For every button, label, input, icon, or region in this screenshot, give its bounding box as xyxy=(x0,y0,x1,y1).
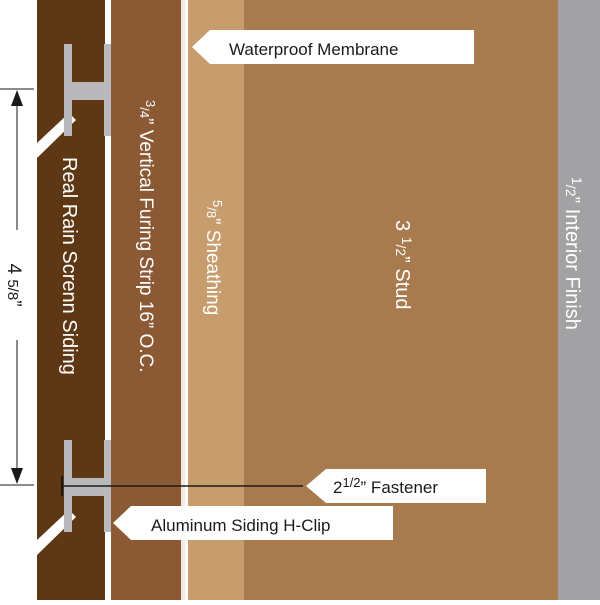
hclip-callout: Aluminum Siding H-Clip xyxy=(113,506,393,540)
waterproof-membrane-line xyxy=(185,0,188,600)
siding-label: Real Rain Screnn Siding xyxy=(58,157,80,375)
hclip-callout-box xyxy=(113,506,393,540)
h-clip-lower-web xyxy=(72,478,106,496)
interior-finish-layer xyxy=(558,0,600,600)
membrane-callout-text: Waterproof Membrane xyxy=(229,40,398,59)
fastener-callout-box xyxy=(306,469,486,503)
membrane-callout-box xyxy=(192,30,474,64)
dimension-line: 4 5/8” xyxy=(0,88,34,486)
fastener-callout: 21/2” Fastener xyxy=(306,469,486,503)
sheathing-layer xyxy=(188,0,244,600)
h-clip-upper-web xyxy=(72,82,106,100)
membrane-seam xyxy=(181,0,185,600)
interior-finish-label: 1/2” Interior Finish xyxy=(561,177,585,330)
stud-label: 3 1/2” Stud xyxy=(391,220,415,310)
h-clip-upper xyxy=(64,44,111,136)
furring-strip-layer xyxy=(111,0,181,600)
dimension-arrow-down xyxy=(11,468,23,484)
membrane-callout: Waterproof Membrane xyxy=(192,30,474,64)
dimension-label: 4 5/8” xyxy=(3,263,24,306)
hclip-callout-text: Aluminum Siding H-Clip xyxy=(151,516,331,535)
dimension-arrow-up xyxy=(11,90,23,106)
h-clip-upper-right-flange xyxy=(104,44,111,136)
fastener-callout-text: 21/2” Fastener xyxy=(333,475,438,497)
h-clip-upper-left-flange xyxy=(64,44,72,136)
furring-strip-label: 3/4” Vertical Furing Strip 16” O.C. xyxy=(135,100,158,373)
sheathing-label: 5/8” Sheathing xyxy=(202,200,225,315)
